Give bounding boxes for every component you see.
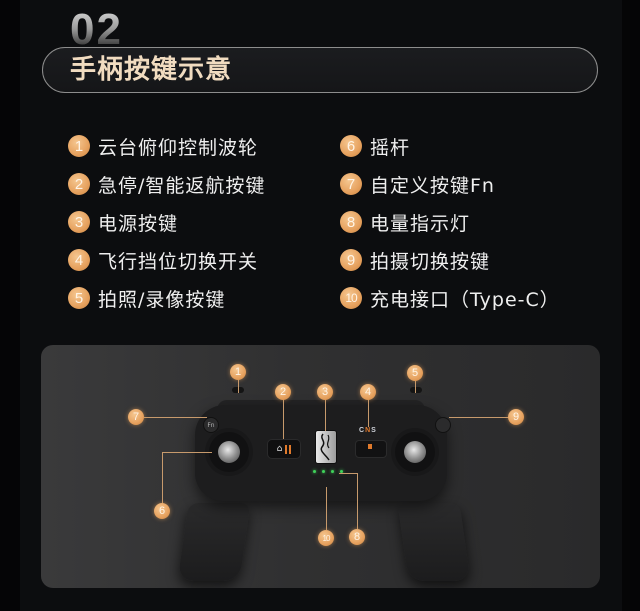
legend-label: 电量指示灯 — [370, 212, 471, 235]
callout-line-7 — [144, 417, 207, 418]
callout-badge-3: 3 — [317, 384, 333, 400]
callout-line-8b — [357, 473, 358, 529]
callout-badge-2: 2 — [275, 384, 291, 400]
legend-item: 2 急停/智能返航按键 — [68, 165, 265, 203]
legend-item: 7 自定义按键Fn — [340, 165, 560, 203]
callout-badge-6: 6 — [154, 503, 170, 519]
right-joystick — [395, 432, 435, 472]
rth-pause-button: ⌂ — [267, 439, 301, 459]
power-button — [315, 430, 337, 464]
joystick-cap — [404, 441, 426, 463]
callout-badge-4: 4 — [360, 384, 376, 400]
led — [331, 470, 334, 473]
number-badge: 4 — [68, 249, 90, 271]
joystick-cap — [218, 441, 240, 463]
flight-mode-labels: CNS — [359, 427, 377, 434]
callout-line-5 — [415, 380, 416, 393]
callout-badge-9: 9 — [508, 409, 524, 425]
number-badge: 5 — [68, 287, 90, 309]
legend-item: 10 充电接口（Type-C） — [340, 279, 560, 317]
callout-line-6b — [162, 452, 212, 453]
number-badge: 9 — [340, 249, 362, 271]
number-badge: 10 — [340, 287, 362, 309]
callout-line-4 — [368, 399, 369, 427]
legend-label: 飞行挡位切换开关 — [98, 250, 259, 273]
legend-item: 9 拍摄切换按键 — [340, 241, 560, 279]
legend-item: 1 云台俯仰控制波轮 — [68, 127, 265, 165]
legend-label: 电源按键 — [98, 212, 179, 235]
callout-badge-8: 8 — [349, 529, 365, 545]
pause-icon — [285, 444, 292, 454]
callout-line-8a — [339, 473, 357, 474]
camera-switch-button — [435, 417, 451, 433]
number-badge: 6 — [340, 135, 362, 157]
section-number: 02 — [70, 8, 123, 46]
switch-knob — [368, 444, 372, 449]
number-badge: 7 — [340, 173, 362, 195]
legend-item: 8 电量指示灯 — [340, 203, 560, 241]
fn-button: Fn — [203, 417, 219, 433]
legend-item: 4 飞行挡位切换开关 — [68, 241, 265, 279]
callout-badge-5: 5 — [407, 365, 423, 381]
callout-badge-10: 10 — [318, 530, 334, 546]
number-badge: 1 — [68, 135, 90, 157]
number-badge: 8 — [340, 211, 362, 233]
number-badge: 2 — [68, 173, 90, 195]
legend-label: 拍照/录像按键 — [98, 288, 226, 311]
legend-item: 5 拍照/录像按键 — [68, 279, 265, 317]
callout-badge-7: 7 — [128, 409, 144, 425]
right-grip — [397, 503, 471, 581]
led — [322, 470, 325, 473]
led — [313, 470, 316, 473]
callout-badge-1: 1 — [230, 364, 246, 380]
shutter-button — [410, 387, 422, 393]
legend-item: 6 摇杆 — [340, 127, 560, 165]
number-badge: 3 — [68, 211, 90, 233]
legend-label: 自定义按键Fn — [370, 174, 495, 197]
legend-label: 云台俯仰控制波轮 — [98, 136, 259, 159]
page-title: 手柄按键示意 — [70, 55, 233, 85]
left-grip — [177, 503, 251, 581]
title-pill — [42, 47, 598, 93]
led — [340, 470, 343, 473]
drone-home-icon: ⌂ — [276, 444, 283, 454]
legend-label: 充电接口（Type-C） — [370, 288, 560, 311]
callout-line-2 — [283, 399, 284, 439]
legend-label: 急停/智能返航按键 — [98, 174, 266, 197]
legend-right: 6 摇杆 7 自定义按键Fn 8 电量指示灯 9 拍摄切换按键 10 充电接口（… — [340, 127, 560, 317]
callout-line-1 — [238, 379, 239, 393]
legend-label: 摇杆 — [370, 136, 411, 159]
flight-mode-switch — [355, 440, 387, 458]
legend-left: 1 云台俯仰控制波轮 2 急停/智能返航按键 3 电源按键 4 飞行挡位切换开关… — [68, 127, 265, 317]
callout-line-10 — [326, 487, 327, 530]
legend-label: 拍摄切换按键 — [370, 250, 491, 273]
legend-item: 3 电源按键 — [68, 203, 265, 241]
controller-diagram-panel: Fn ⌂ CNS 1 2 3 4 5 6 7 8 9 10 — [41, 345, 600, 588]
callout-line-9 — [449, 417, 509, 418]
left-joystick — [209, 432, 249, 472]
power-button-graphic — [320, 433, 330, 461]
callout-line-3 — [325, 399, 326, 431]
callout-line-6a — [162, 452, 163, 504]
battery-leds — [313, 470, 343, 473]
